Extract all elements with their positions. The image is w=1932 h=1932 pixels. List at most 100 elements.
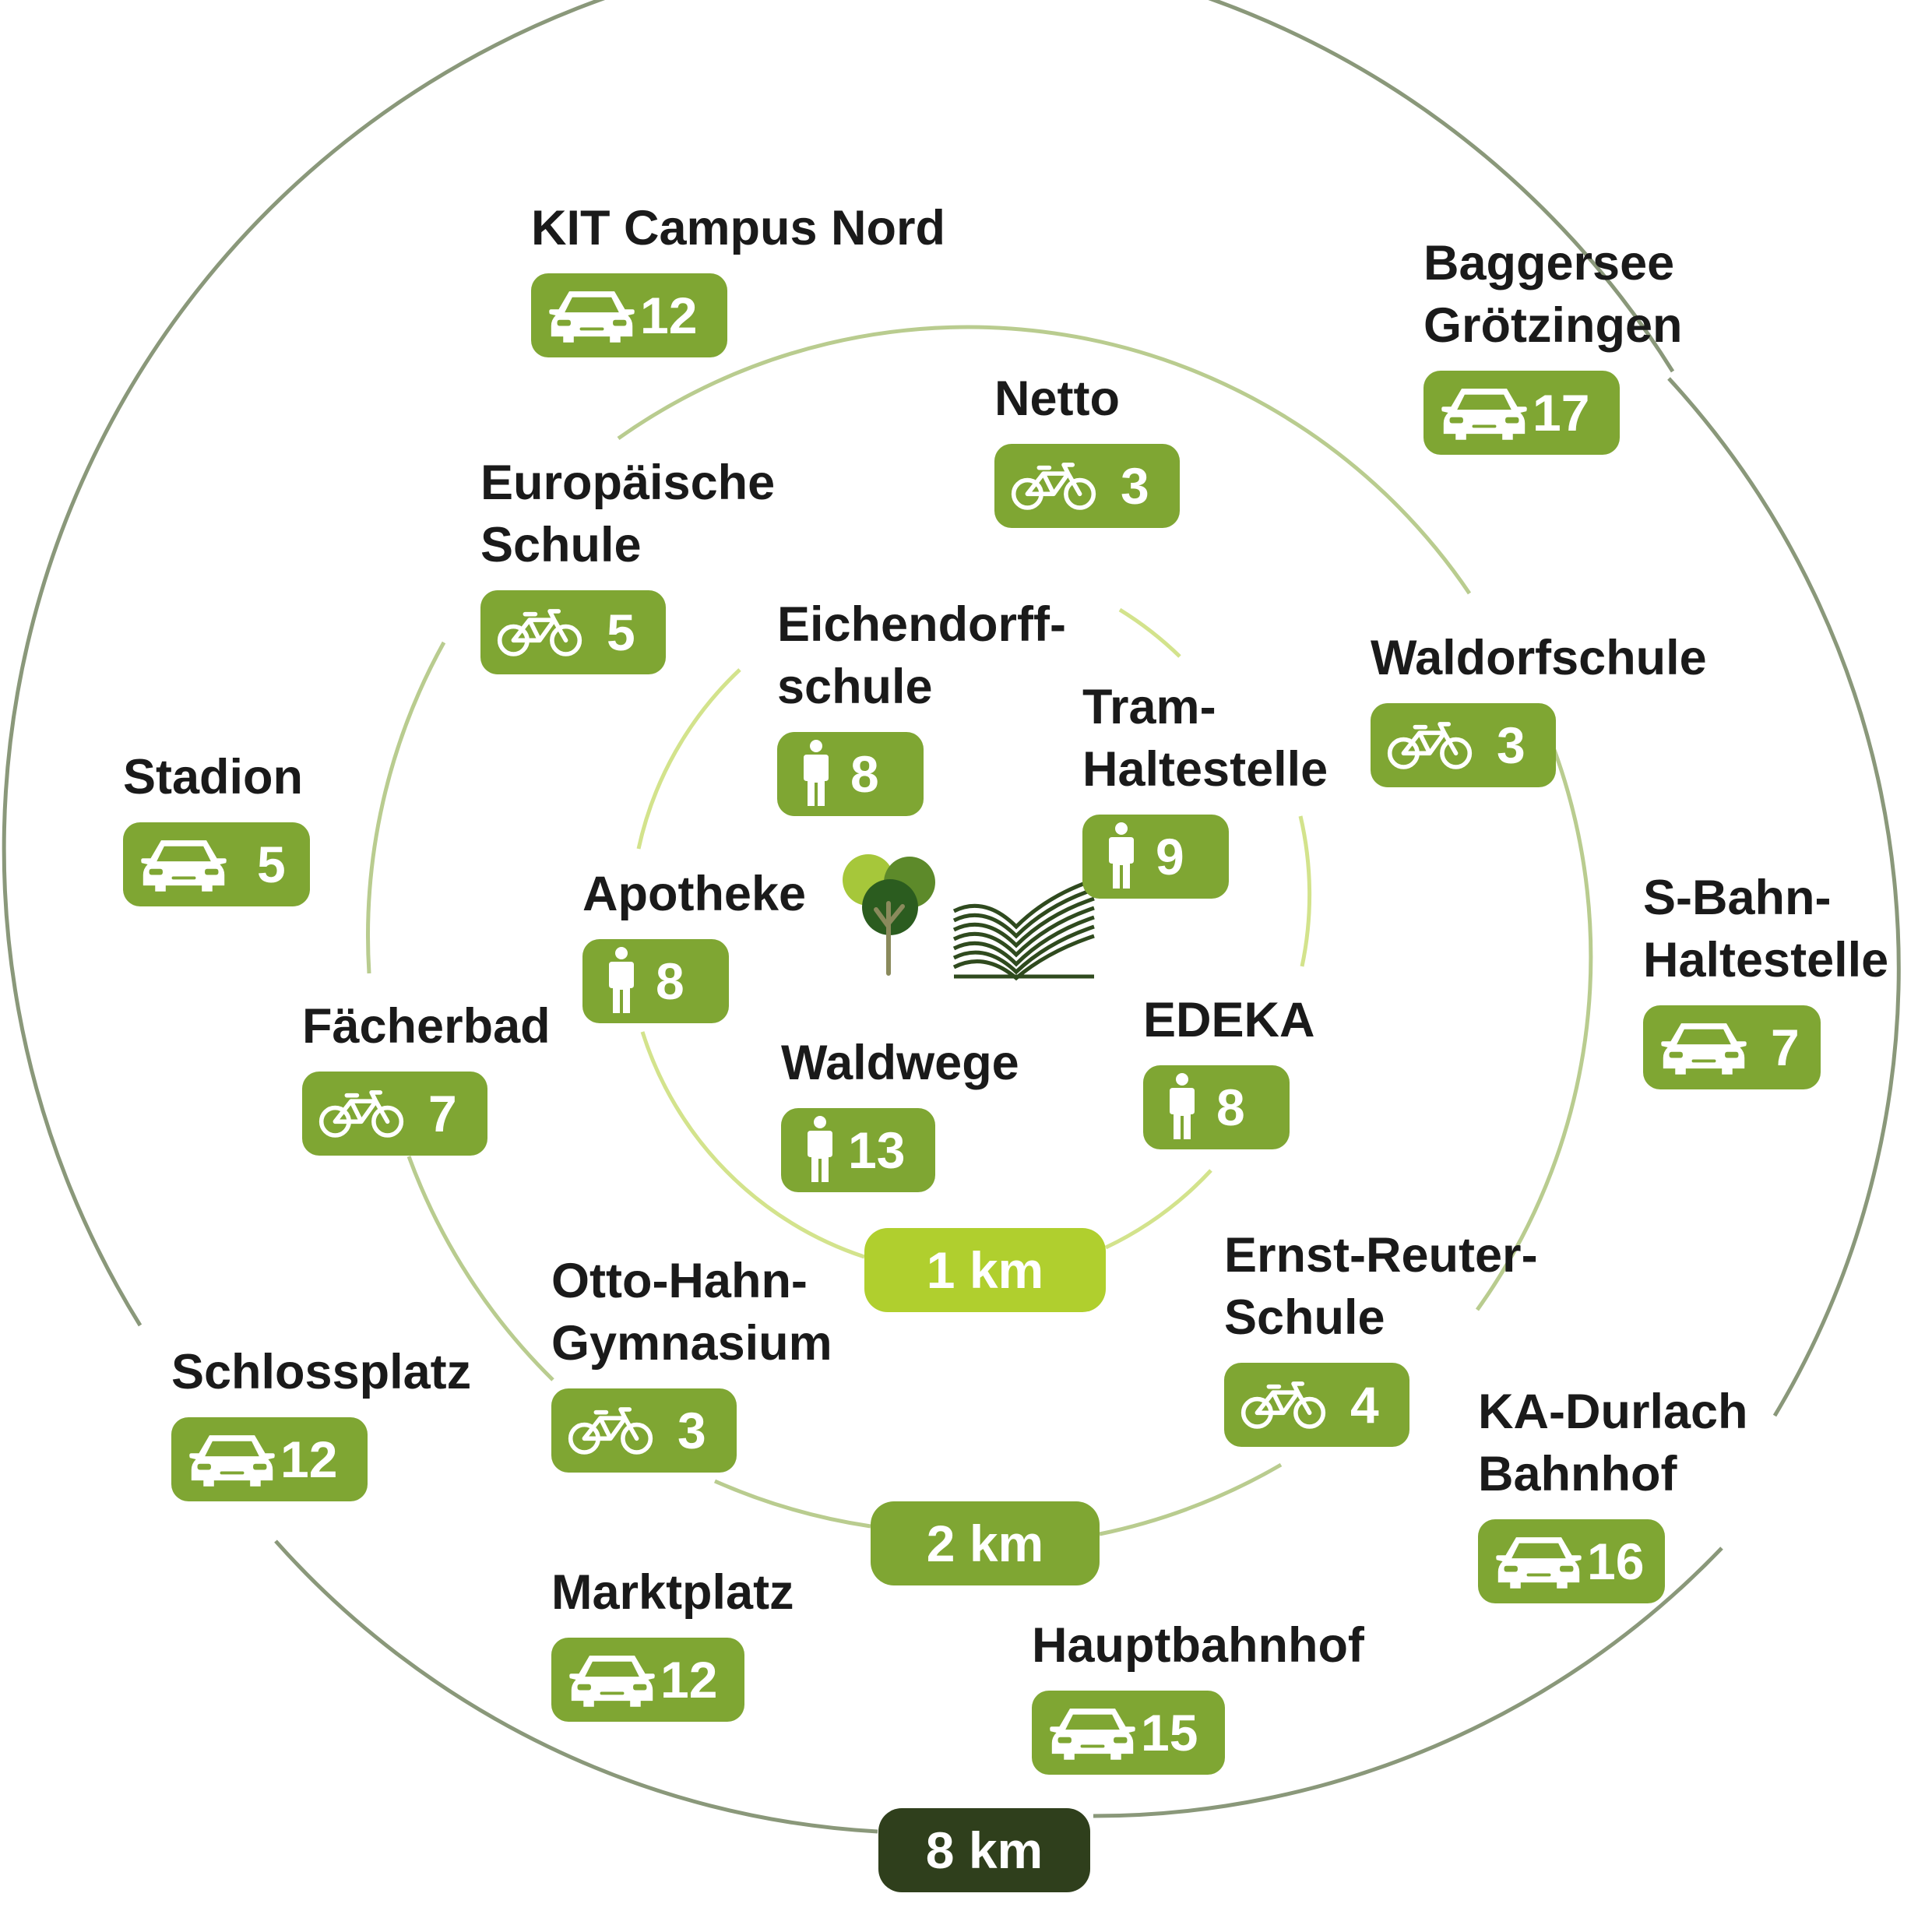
place-name: Europäische Schule xyxy=(480,452,775,576)
travel-time-badge: 5 xyxy=(123,822,310,906)
walking-person-icon xyxy=(793,739,839,809)
travel-time-badge: 8 xyxy=(777,732,924,816)
travel-minutes: 7 xyxy=(428,1085,457,1142)
place-name-line: Otto-Hahn- xyxy=(551,1254,808,1308)
travel-minutes: 3 xyxy=(1497,716,1526,774)
place-name-line: Fächerbad xyxy=(302,999,551,1054)
place-name: Otto-Hahn- Gymnasium xyxy=(551,1250,832,1374)
place-name-line: Eichendorff- xyxy=(777,597,1066,652)
travel-minutes: 9 xyxy=(1156,828,1184,885)
place-name: Fächerbad xyxy=(302,995,551,1057)
travel-minutes: 12 xyxy=(660,1651,718,1709)
travel-minutes: 12 xyxy=(280,1431,338,1488)
travel-minutes: 3 xyxy=(677,1402,706,1459)
place-name-line: Ernst-Reuter- xyxy=(1224,1228,1538,1283)
place-name: Netto xyxy=(994,368,1180,430)
place-waldorfschule: Waldorfschule 3 xyxy=(1371,627,1707,787)
place-schlossplatz: Schlossplatz 12 xyxy=(171,1341,471,1501)
travel-minutes: 12 xyxy=(640,287,698,344)
walking-person-icon xyxy=(1098,822,1145,892)
walking-person-icon xyxy=(598,946,645,1016)
place-marktplatz: Marktplatz 12 xyxy=(551,1561,794,1722)
travel-time-badge: 15 xyxy=(1032,1691,1225,1775)
tree-icon xyxy=(843,854,935,976)
car-icon xyxy=(1439,382,1529,444)
place-name-line: Schule xyxy=(1224,1290,1385,1345)
walking-person-icon xyxy=(1159,1072,1205,1142)
bicycle-icon xyxy=(1240,1378,1327,1432)
place-name-line: Netto xyxy=(994,371,1120,426)
place-ernst-reuter-schule: Ernst-Reuter- Schule 4 xyxy=(1224,1224,1538,1447)
car-icon xyxy=(187,1428,277,1490)
place-name: Eichendorff- schule xyxy=(777,593,1066,718)
place-baggersee-groetzingen: Baggersee Grötzingen 17 xyxy=(1423,232,1682,455)
bicycle-icon xyxy=(1010,459,1097,513)
travel-minutes: 4 xyxy=(1350,1376,1379,1434)
bicycle-icon xyxy=(1386,718,1473,772)
travel-minutes: 8 xyxy=(656,952,684,1010)
place-ka-durlach-bahnhof: KA-Durlach Bahnhof 16 xyxy=(1478,1381,1748,1603)
place-name: KIT Campus Nord xyxy=(531,197,945,259)
place-name: Hauptbahnhof xyxy=(1032,1614,1364,1677)
place-name-line: KA-Durlach xyxy=(1478,1385,1748,1439)
travel-time-badge: 16 xyxy=(1478,1519,1665,1603)
project-logo xyxy=(843,854,1095,981)
travel-time-badge: 12 xyxy=(551,1638,744,1722)
place-name: Ernst-Reuter- Schule xyxy=(1224,1224,1538,1349)
ring-2km xyxy=(366,325,1593,1536)
place-name: KA-Durlach Bahnhof xyxy=(1478,1381,1748,1505)
place-name-line: Europäische xyxy=(480,456,776,510)
travel-minutes: 8 xyxy=(1216,1079,1245,1136)
place-name: Tram- Haltestelle xyxy=(1082,676,1328,801)
place-s-bahn-haltestelle: S-Bahn- Haltestelle 7 xyxy=(1643,867,1888,1089)
car-icon xyxy=(139,833,229,896)
place-kit-campus-nord: KIT Campus Nord 12 xyxy=(531,197,945,357)
travel-minutes: 13 xyxy=(848,1121,906,1179)
car-icon xyxy=(1047,1701,1138,1764)
place-name-line: S-Bahn- xyxy=(1643,871,1832,925)
place-name: Apotheke xyxy=(582,863,806,925)
place-name-line: Gymnasium xyxy=(551,1316,832,1371)
travel-time-badge: 4 xyxy=(1224,1363,1409,1447)
place-hauptbahnhof: Hauptbahnhof 15 xyxy=(1032,1614,1364,1775)
place-name-line: Schule xyxy=(480,518,642,572)
place-name-line: Tram- xyxy=(1082,680,1216,734)
place-name-line: Bahnhof xyxy=(1478,1447,1677,1501)
travel-minutes: 17 xyxy=(1533,384,1590,442)
travel-minutes: 16 xyxy=(1587,1533,1645,1590)
ring-label-1km: 1 km xyxy=(864,1228,1106,1312)
place-name-line: Waldorfschule xyxy=(1371,631,1707,685)
walking-person-icon xyxy=(797,1115,843,1185)
travel-time-badge: 13 xyxy=(781,1108,935,1192)
place-name-line: KIT Campus Nord xyxy=(531,201,946,255)
travel-time-badge: 3 xyxy=(1371,703,1556,787)
travel-time-badge: 8 xyxy=(582,939,729,1023)
place-name-line: Haltestelle xyxy=(1643,933,1889,987)
place-name-line: Baggersee xyxy=(1423,236,1675,290)
place-name-line: schule xyxy=(777,660,933,714)
ring-label-8km: 8 km xyxy=(878,1808,1090,1892)
car-icon xyxy=(1494,1530,1584,1592)
car-icon xyxy=(1659,1016,1749,1079)
travel-time-badge: 7 xyxy=(1643,1005,1821,1089)
place-eichendorffschule: Eichendorff- schule 8 xyxy=(777,593,1066,816)
travel-time-badge: 12 xyxy=(531,273,727,357)
place-name: Schlossplatz xyxy=(171,1341,471,1403)
place-name: Stadion xyxy=(123,746,310,808)
travel-minutes: 15 xyxy=(1141,1704,1198,1761)
travel-time-badge: 3 xyxy=(551,1388,737,1473)
travel-time-badge: 5 xyxy=(480,590,666,674)
place-name-line: Waldwege xyxy=(781,1036,1019,1090)
place-otto-hahn-gymnasium: Otto-Hahn- Gymnasium 3 xyxy=(551,1250,832,1473)
car-icon xyxy=(567,1649,657,1711)
ring-8km xyxy=(2,0,1901,1834)
place-name: EDEKA xyxy=(1143,989,1315,1051)
place-name-line: Grötzingen xyxy=(1423,298,1683,353)
place-waldwege: Waldwege 13 xyxy=(781,1032,1019,1192)
travel-time-badge: 17 xyxy=(1423,371,1620,455)
place-name: Baggersee Grötzingen xyxy=(1423,232,1682,357)
ring-1km xyxy=(636,607,1312,1259)
place-name-line: EDEKA xyxy=(1143,993,1315,1047)
